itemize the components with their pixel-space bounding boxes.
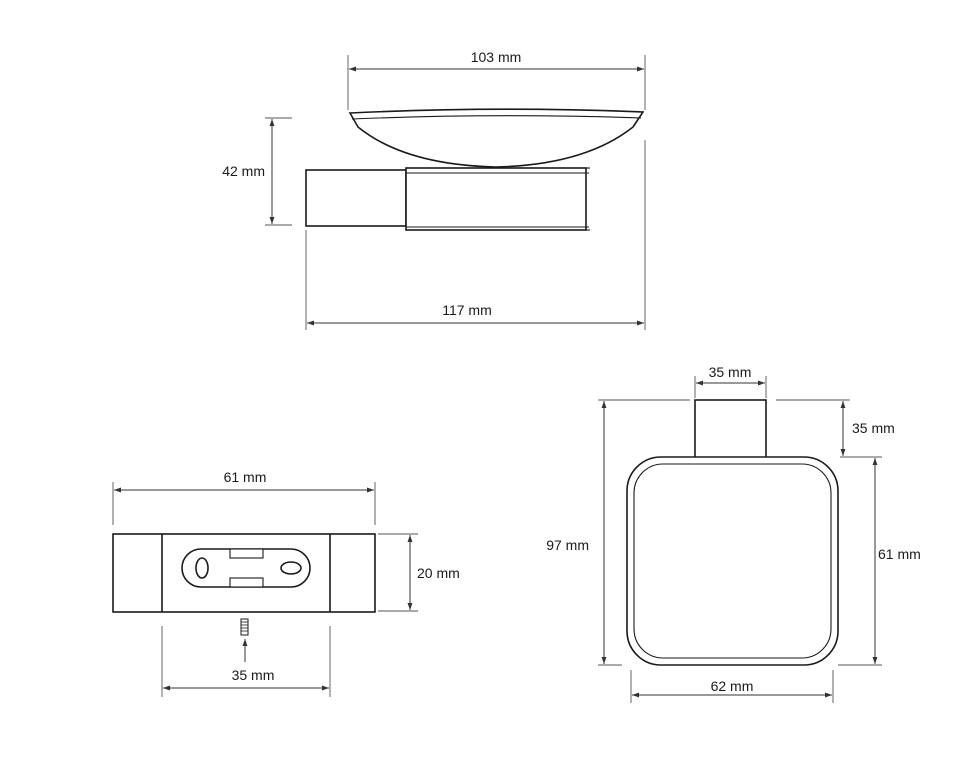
- mount-right-screw-hole: [280, 561, 302, 575]
- mount-view: 61 mm 20 mm 35 mm: [112, 469, 460, 697]
- mount-spacing-label: 35 mm: [232, 667, 275, 683]
- side-dish-width-label: 103 mm: [471, 49, 522, 65]
- top-wall-arm: [694, 399, 767, 460]
- side-soap-dish-rim: [351, 115, 642, 120]
- side-holder-ring: [405, 167, 587, 231]
- top-arm-length-label: 35 mm: [852, 420, 895, 436]
- side-height-label: 42 mm: [222, 163, 265, 179]
- mount-bracket-top-tab: [229, 548, 264, 559]
- side-view: 103 mm 42 mm 117 mm: [222, 49, 646, 330]
- top-total-length-label: 97 mm: [546, 537, 589, 553]
- top-view: 35 mm 35 mm 61 mm 97 mm 62 mm: [546, 364, 921, 703]
- top-dish-width-label: 62 mm: [711, 678, 754, 694]
- mount-left-screw-hole: [195, 557, 209, 579]
- top-dish-inner: [633, 463, 832, 659]
- top-arm-width-label: 35 mm: [709, 364, 752, 380]
- mount-height-label: 20 mm: [417, 565, 460, 581]
- set-screw-icon: [240, 618, 249, 636]
- side-wall-mount: [305, 169, 407, 227]
- top-dish-length-label: 61 mm: [878, 546, 921, 562]
- mount-width-label: 61 mm: [224, 469, 267, 485]
- side-depth-label: 117 mm: [442, 302, 492, 318]
- side-soap-dish: [348, 108, 645, 168]
- mount-bracket-bottom-tab: [229, 577, 264, 588]
